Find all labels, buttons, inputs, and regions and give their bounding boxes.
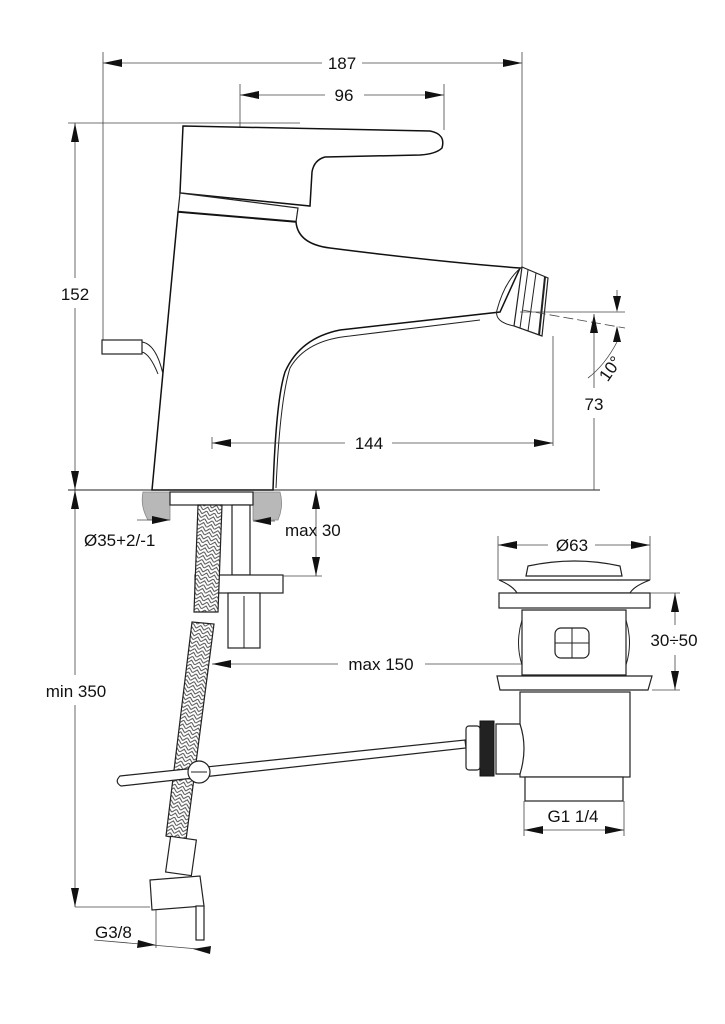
dimension-rod-reach: max 150 — [212, 655, 572, 674]
arrow-right-icon — [503, 59, 522, 67]
spout-height-label: 73 — [585, 395, 604, 414]
rod-reach-label: max 150 — [348, 655, 413, 674]
spout-reach-label: 144 — [355, 434, 383, 453]
dimension-overall-width: 187 — [102, 52, 523, 340]
deck-section — [141, 491, 284, 649]
hose-nut — [149, 875, 205, 911]
handle-width-label: 96 — [335, 86, 354, 105]
dimension-spout-height: 73 — [585, 314, 604, 490]
dimension-supply-thread: G3/8 — [93, 910, 211, 954]
spout-aerator — [496, 266, 549, 337]
dimension-spout-reach: 144 — [211, 336, 554, 453]
overall-width-label: 187 — [328, 54, 356, 73]
tap-body — [101, 125, 549, 491]
dimension-waste-thread: G1 1/4 — [523, 801, 625, 836]
height-label: 152 — [61, 285, 89, 304]
deck-thickness-label: max 30 — [285, 521, 341, 540]
hole-diameter-label: Ø35+2/-1 — [84, 531, 155, 550]
popup-knob — [101, 339, 164, 375]
waste-range-label: 30÷50 — [650, 631, 697, 650]
dimension-waste-diameter: Ø63 — [497, 536, 651, 580]
dimension-deck-thickness: max 30 — [253, 490, 341, 577]
dimension-waste-range: 30÷50 — [650, 592, 698, 691]
arrow-left-icon — [103, 59, 122, 67]
flexible-hose — [149, 504, 223, 941]
hose-length-label: min 350 — [46, 682, 106, 701]
dimension-height: 152 — [61, 122, 300, 490]
supply-thread-label: G3/8 — [95, 923, 132, 942]
popup-rod — [116, 739, 467, 787]
waste-diameter-label: Ø63 — [556, 536, 588, 555]
spout-angle-label: 10° — [595, 353, 625, 385]
waste-thread-label: G1 1/4 — [547, 807, 598, 826]
tap-handle — [179, 125, 444, 207]
dimension-hole-diameter: Ø35+2/-1 — [84, 516, 170, 550]
popup-waste — [465, 560, 653, 802]
dimension-hose-length: min 350 — [46, 490, 150, 908]
